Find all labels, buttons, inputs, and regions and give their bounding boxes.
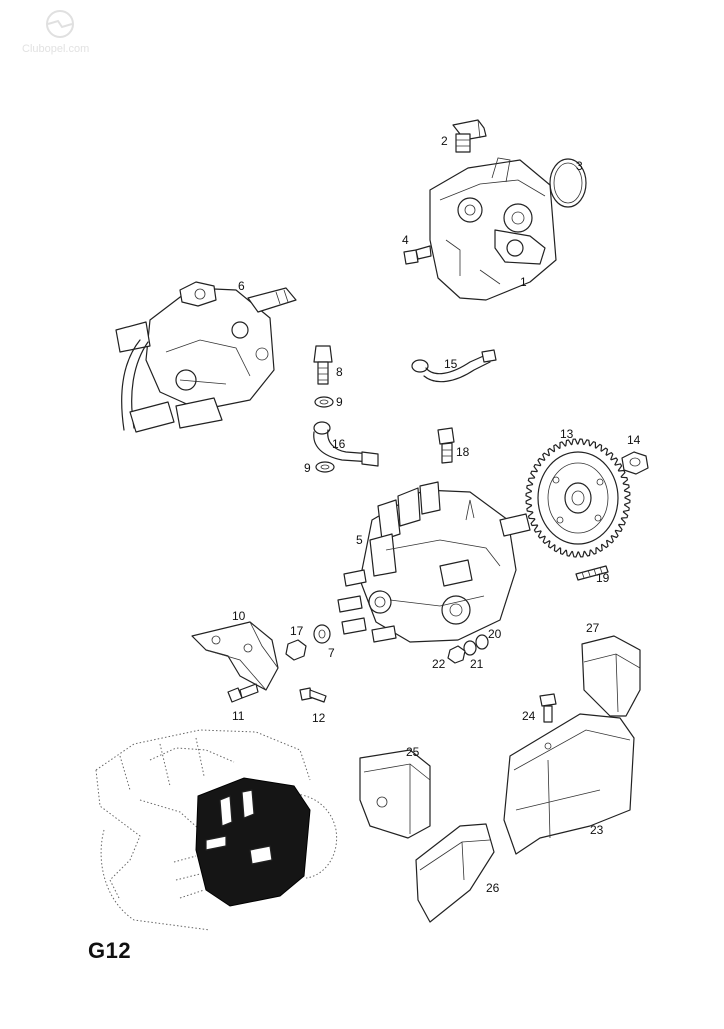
callout-19: 19 [596, 571, 610, 585]
part-8-banjo-bolt [313, 345, 333, 385]
part-22-nut [447, 645, 466, 664]
part-9-washer-lower [315, 461, 335, 473]
callout-20: 20 [488, 627, 502, 641]
part-13-gear [525, 438, 631, 558]
watermark: Clubopel.com [22, 10, 89, 55]
part-27-cover [581, 635, 641, 717]
callout-9-upper: 9 [336, 395, 343, 409]
part-26-bracket [415, 823, 495, 923]
callout-17: 17 [290, 624, 304, 638]
callout-14: 14 [627, 433, 641, 447]
part-12-bolt [299, 687, 327, 703]
part-6-pump-assembly [115, 281, 297, 433]
opel-logo-icon [46, 10, 74, 38]
part-5-distributor-pump [337, 481, 531, 643]
sheet-code: G12 [88, 938, 132, 963]
part-16-pipe [313, 421, 379, 467]
part-1-injection-pump [429, 157, 557, 301]
part-25-bracket [359, 749, 431, 839]
watermark-text: Clubopel.com [22, 43, 89, 55]
callout-1: 1 [520, 275, 527, 289]
callout-25: 25 [406, 745, 420, 759]
callout-3: 3 [576, 159, 583, 173]
part-19-stud [575, 565, 609, 581]
callout-5: 5 [356, 533, 363, 547]
callout-13: 13 [560, 427, 574, 441]
callout-23: 23 [590, 823, 604, 837]
callout-10: 10 [232, 609, 246, 623]
part-18-bolt [437, 427, 455, 464]
part-4-bolt [403, 245, 432, 265]
part-21-washer [463, 640, 477, 656]
part-10-bracket [191, 621, 279, 691]
part-9-washer-upper [314, 396, 334, 408]
part-23-cover [503, 713, 635, 855]
callout-16: 16 [332, 437, 346, 451]
callout-18: 18 [456, 445, 470, 459]
callout-15: 15 [444, 357, 458, 371]
part-2-elbow-fitting [452, 119, 487, 153]
part-24-bolt [539, 693, 557, 723]
part-11-bolt [227, 683, 259, 703]
callout-6: 6 [238, 279, 245, 293]
part-3-o-ring [549, 158, 587, 208]
callout-24: 24 [522, 709, 536, 723]
callout-8: 8 [336, 365, 343, 379]
part-17-nut [285, 639, 307, 661]
callout-7: 7 [328, 646, 335, 660]
callout-9-lower: 9 [304, 461, 311, 475]
callout-21: 21 [470, 657, 484, 671]
callout-22: 22 [432, 657, 446, 671]
callout-26: 26 [486, 881, 500, 895]
callout-4: 4 [402, 233, 409, 247]
engine-overview [95, 729, 338, 931]
callout-2: 2 [441, 134, 448, 148]
part-15-pipe [411, 349, 497, 383]
part-14-nut [621, 451, 649, 475]
callout-27: 27 [586, 621, 600, 635]
part-20-washer [475, 634, 489, 650]
callout-labels: 1 2 3 4 5 6 7 8 9 9 10 11 12 13 14 15 16… [232, 134, 641, 895]
callout-12: 12 [312, 711, 326, 725]
part-7-washer [313, 624, 331, 644]
callout-11: 11 [232, 709, 245, 723]
